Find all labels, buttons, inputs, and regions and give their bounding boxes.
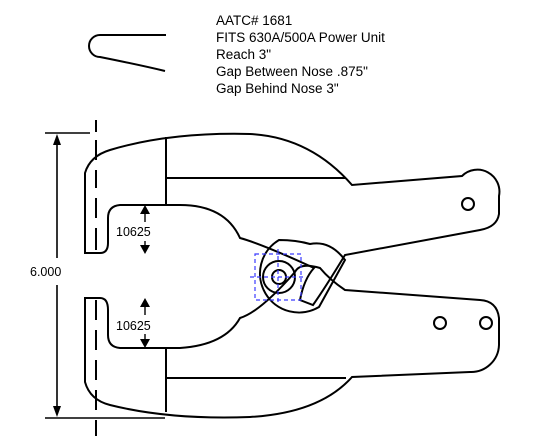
spec-gap-between-nose: Gap Between Nose .875" [216, 64, 368, 79]
spec-block: AATC# 1681 FITS 630A/500A Power Unit Rea… [216, 13, 385, 96]
spec-part-number: AATC# 1681 [216, 13, 292, 28]
pivot-center-mark [250, 249, 306, 305]
nose-profile-icon [88, 34, 166, 72]
spec-gap-behind-nose: Gap Behind Nose 3" [216, 81, 339, 96]
spec-reach: Reach 3" [216, 47, 271, 62]
overall-height-label: 6.000 [30, 265, 61, 279]
upper-jaw [84, 132, 501, 307]
overall-height-dimension [45, 132, 165, 419]
lower-opening-label: 10625 [116, 319, 151, 333]
lower-jaw [84, 264, 500, 419]
upper-opening-dimension [140, 205, 150, 254]
lower-opening-dimension [140, 298, 150, 348]
upper-opening-label: 10625 [116, 225, 151, 239]
spec-fits: FITS 630A/500A Power Unit [216, 30, 385, 45]
